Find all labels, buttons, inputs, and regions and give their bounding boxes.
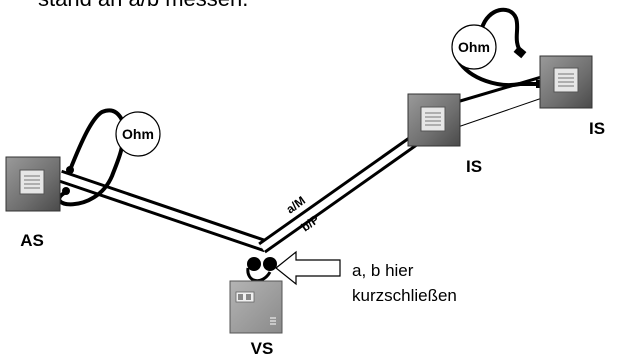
line-is-is bbox=[449, 74, 549, 129]
line-vs-is bbox=[258, 122, 436, 254]
note-line-2: kurzschließen bbox=[352, 286, 457, 305]
ohm-meter-left: Ohm bbox=[115, 111, 161, 157]
pointer-arrow-icon bbox=[275, 250, 341, 286]
is-box-right bbox=[539, 55, 593, 109]
vs-box bbox=[229, 280, 283, 334]
short-circuit-note: a, b hier kurzschließen bbox=[352, 258, 457, 308]
as-label: AS bbox=[20, 231, 44, 250]
short-circuit-bridge bbox=[246, 257, 277, 283]
as-box bbox=[5, 156, 61, 212]
is-right-label: IS bbox=[589, 119, 605, 138]
line-as-vs bbox=[57, 169, 269, 253]
ohm-meter-right: Ohm bbox=[451, 24, 497, 70]
note-line-1: a, b hier bbox=[352, 261, 414, 280]
is-middle-label: IS bbox=[466, 157, 482, 176]
ohm-meter-left-label: Ohm bbox=[122, 126, 154, 142]
is-box-middle bbox=[407, 93, 461, 147]
caption-top: stand an a/b messen. bbox=[38, 0, 248, 12]
ohm-meter-right-label: Ohm bbox=[458, 39, 490, 55]
vs-label: VS bbox=[251, 339, 274, 358]
